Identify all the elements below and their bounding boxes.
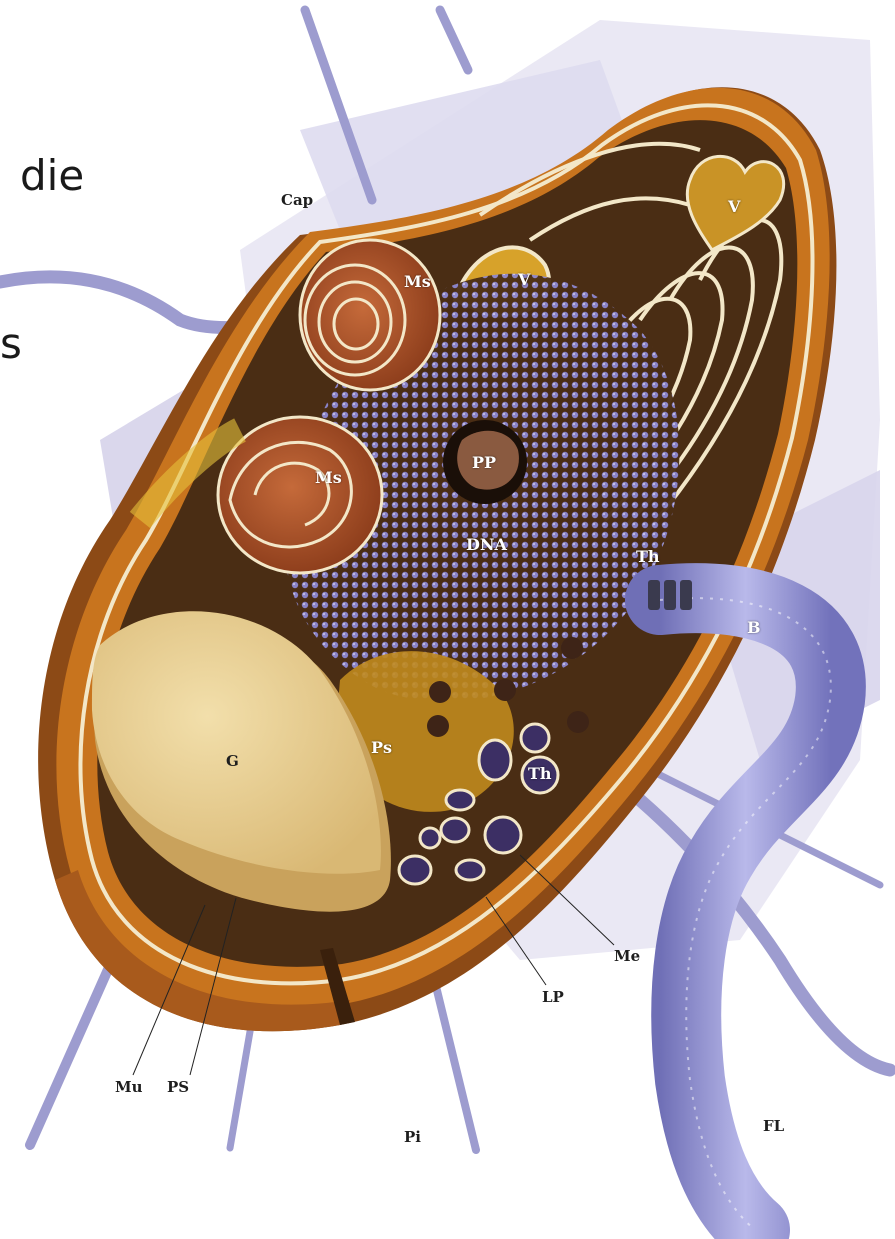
label-ms-top: Ms xyxy=(404,272,431,291)
label-th-lower: Th xyxy=(528,764,552,783)
title-line-1: die xyxy=(0,148,84,204)
label-ms-left: Ms xyxy=(315,468,342,487)
label-pp: PP xyxy=(472,453,496,472)
page-title: die s xyxy=(0,36,84,428)
label-v-right: V xyxy=(728,197,740,216)
label-dna: DNA xyxy=(466,535,507,554)
label-ps: Ps xyxy=(371,738,392,757)
label-v-mid: V xyxy=(518,270,530,289)
label-ps-lower: PS xyxy=(167,1078,189,1096)
label-lp: LP xyxy=(542,988,564,1006)
label-th-right: Th xyxy=(636,547,660,566)
title-line-2: s xyxy=(0,316,84,372)
label-me: Me xyxy=(614,947,640,965)
label-b: B xyxy=(747,618,761,637)
label-pi: Pi xyxy=(404,1128,421,1146)
label-mu: Mu xyxy=(115,1078,143,1096)
label-cap: Cap xyxy=(281,191,313,209)
label-g: G xyxy=(226,752,239,770)
label-fl: FL xyxy=(763,1117,784,1135)
